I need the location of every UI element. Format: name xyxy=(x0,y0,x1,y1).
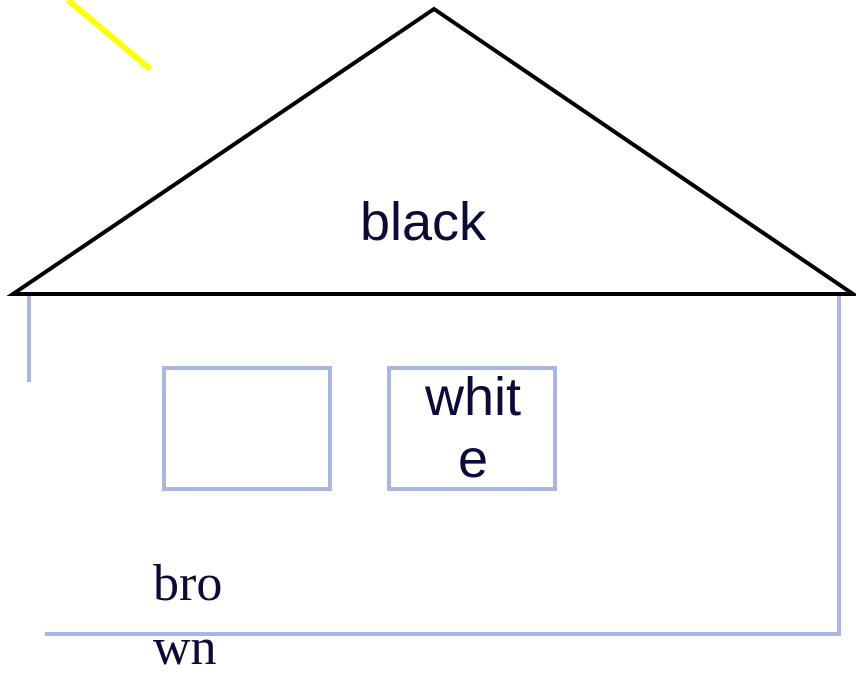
wall-label: bro wn xyxy=(153,552,222,680)
window-label: whit e xyxy=(390,366,556,490)
roof-label: black xyxy=(360,192,487,252)
wall-label-line2: wn xyxy=(153,619,217,676)
window-label-line1: whit xyxy=(424,367,522,427)
window-label-line2: e xyxy=(457,429,489,489)
wall-label-line1: bro xyxy=(153,555,223,612)
right-window xyxy=(387,366,557,491)
sun-ray xyxy=(66,0,152,72)
roof xyxy=(6,6,856,296)
left-window xyxy=(162,366,332,491)
right-and-floor-wall xyxy=(45,295,841,636)
